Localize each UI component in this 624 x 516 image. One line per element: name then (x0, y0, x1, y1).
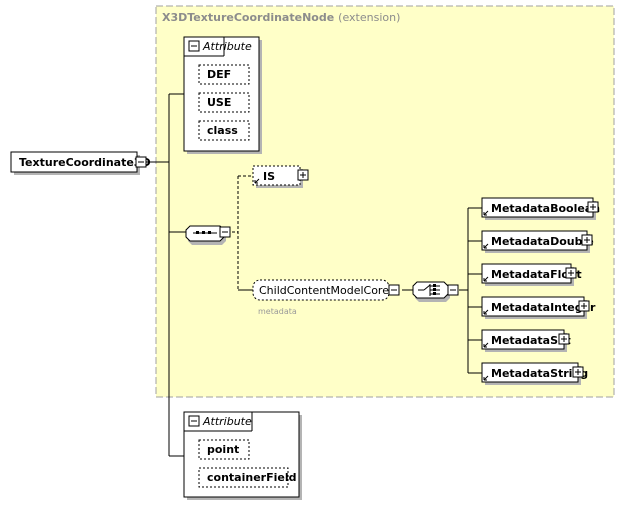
sequence-compositor-icon (185, 225, 226, 245)
child-model-collapse-icon[interactable] (388, 284, 400, 296)
metadata-element-metadataset[interactable]: MetadataSet (481, 329, 571, 352)
connectors (146, 93, 482, 457)
reference-arrow-icon (483, 210, 489, 216)
metadata-element-metadatafloat[interactable]: MetadataFloat (481, 263, 582, 286)
expand-metadatadouble-icon[interactable] (581, 234, 593, 246)
metadata-element-label: MetadataFloat (491, 268, 582, 281)
svg-text:ChildContentModelCore: ChildContentModelCore (259, 284, 389, 297)
attribute-2-collapse-icon[interactable] (188, 415, 200, 427)
expand-metadatafloat-icon[interactable] (565, 267, 577, 279)
attribute-1-collapse-icon[interactable] (188, 40, 200, 52)
metadata-element-label: MetadataDouble (491, 235, 594, 248)
reference-arrow-icon (483, 276, 489, 282)
svg-text:containerField: containerField (207, 471, 296, 484)
sequence-collapse-icon[interactable] (219, 226, 231, 238)
reference-arrow-icon (483, 342, 489, 348)
attribute-def[interactable]: DEF (198, 64, 250, 85)
expand-metadataset-icon[interactable] (558, 333, 570, 345)
attribute-class[interactable]: class (198, 120, 250, 141)
metadata-element-metadatastring[interactable]: MetadataString (481, 362, 588, 385)
attribute-group-2-label: Attribute (202, 415, 252, 428)
svg-text:USE: USE (207, 96, 231, 109)
choice-collapse-icon[interactable] (447, 284, 459, 296)
expand-metadatastring-icon[interactable] (572, 366, 584, 378)
collapse-root-icon[interactable] (135, 156, 147, 168)
metadata-elements: MetadataBooleanMetadataDoubleMetadataFlo… (481, 197, 600, 385)
metadata-element-label: MetadataInteger (491, 301, 596, 314)
child-model-caption: metadata (258, 307, 297, 316)
svg-text:DEF: DEF (207, 68, 231, 81)
metadata-element-metadataboolean[interactable]: MetadataBoolean (481, 197, 600, 220)
attribute-use[interactable]: USE (198, 92, 250, 113)
reference-arrow-icon (483, 309, 489, 315)
svg-text:IS: IS (263, 170, 275, 183)
metadata-element-label: MetadataSet (491, 334, 571, 347)
attribute-point[interactable]: point (198, 439, 250, 460)
svg-text:class: class (207, 124, 238, 137)
child-content-model-node[interactable]: ChildContentModelCore (252, 279, 390, 301)
attribute-containerfield[interactable]: containerField (198, 467, 296, 488)
metadata-element-metadatainteger[interactable]: MetadataInteger (481, 296, 596, 319)
expand-metadatainteger-icon[interactable] (578, 300, 590, 312)
is-element-node[interactable]: IS (252, 165, 303, 188)
expand-metadataboolean-icon[interactable] (587, 201, 599, 213)
attribute-group-1-label: Attribute (202, 40, 252, 53)
metadata-element-label: MetadataString (491, 367, 588, 380)
reference-arrow-icon (254, 178, 260, 184)
choice-compositor-icon (412, 281, 450, 302)
is-expand-icon[interactable] (297, 169, 309, 181)
reference-arrow-icon (483, 243, 489, 249)
reference-arrow-icon (483, 375, 489, 381)
svg-text:TextureCoordinate3D: TextureCoordinate3D (19, 156, 151, 169)
metadata-element-label: MetadataBoolean (491, 202, 600, 215)
svg-text:point: point (207, 443, 239, 456)
extension-title: X3DTextureCoordinateNode(extension) (162, 11, 400, 24)
metadata-element-metadatadouble[interactable]: MetadataDouble (481, 230, 594, 253)
root-element-node[interactable]: TextureCoordinate3D (10, 151, 151, 175)
